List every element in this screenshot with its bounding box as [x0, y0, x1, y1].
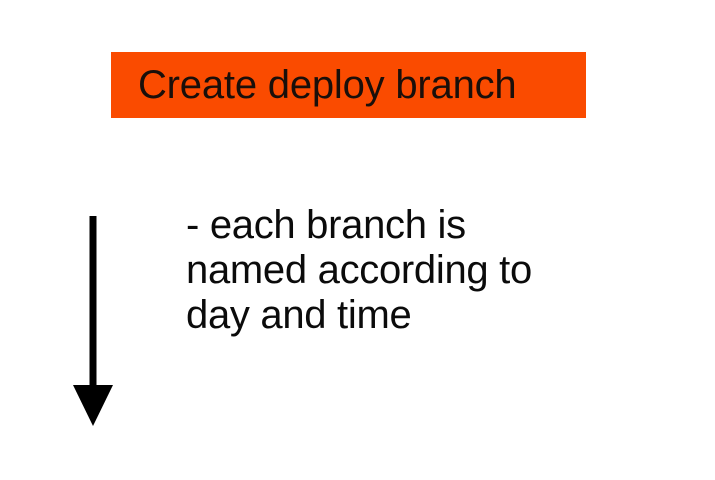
arrow-shaft — [89, 216, 97, 388]
body-line-3: day and time — [186, 293, 412, 337]
body-line-2: named according to — [186, 248, 532, 292]
title-banner: Create deploy branch — [111, 52, 586, 118]
arrow-head — [73, 385, 113, 426]
body-text-block: - each branch is named according to day … — [186, 203, 606, 338]
body-line-1: - each branch is — [186, 203, 466, 247]
down-arrow-icon — [70, 216, 116, 432]
down-arrow-shape — [73, 216, 113, 426]
page-title: Create deploy branch — [138, 63, 517, 107]
